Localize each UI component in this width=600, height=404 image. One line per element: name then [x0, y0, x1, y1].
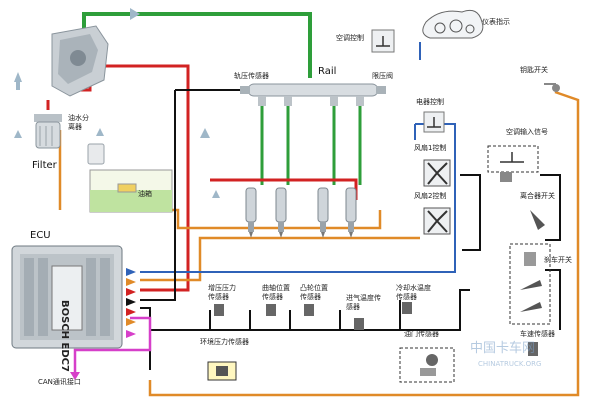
hp-line-pump-to-rail: [82, 12, 312, 78]
brake-switch-label: 刹车开关: [544, 255, 572, 264]
injector-icon: [317, 187, 329, 238]
clutch-switch-label: 离合器开关: [520, 191, 555, 200]
ctrl-line-brake: [545, 269, 561, 330]
ac-input-box: [487, 145, 539, 173]
ecu-brand-label: BOSCH EDC7: [59, 300, 70, 372]
switch-icon: [500, 152, 524, 163]
throttle-sensor-label: 油门传感器: [404, 329, 439, 338]
sensor-icon: [207, 361, 237, 381]
gauge-icon: [465, 24, 475, 34]
flow-arrow-icon: [14, 130, 22, 138]
sensor-icon: [402, 302, 412, 314]
electronic-control-label: 电器控制: [416, 97, 444, 106]
ac-input-signal-label: 空调输入信号: [506, 127, 548, 136]
flow-arrow-icon: [14, 72, 22, 82]
ecu-box-icon: BOSCH EDC7: [11, 245, 123, 372]
can-port-icon: [70, 372, 80, 380]
fan-2-label: 风扇2控制: [414, 191, 446, 200]
crank-position-sensor-label: 曲轴位置传感器: [262, 283, 290, 301]
flow-arrows: [14, 8, 220, 198]
cam-position-sensor-label: 凸轮位置传感器: [300, 283, 328, 301]
injectors: [245, 187, 357, 238]
ctrl-line-rail-sensor: [140, 90, 176, 301]
ac-control-label: 空调控制: [336, 33, 364, 42]
can-line: [73, 316, 152, 372]
ac-input-connector: [500, 172, 512, 182]
switch-icon: [427, 117, 441, 128]
ret-line-ignition-bottom: [148, 90, 580, 397]
pressure-limiter-label: 限压阀: [372, 71, 393, 80]
ctrl-line-clutch: [540, 174, 561, 241]
common-rail-icon: [240, 83, 386, 106]
filter-label: Filter: [32, 160, 58, 171]
sensor-icon: [214, 304, 224, 316]
high-pressure-pump-icon: [51, 25, 109, 97]
water-separator-icon: [87, 143, 105, 165]
fan-1: [423, 159, 451, 187]
coolant-temp-sensor-label: 冷却水温度传感器: [396, 283, 431, 301]
fan-icon: [427, 162, 448, 185]
ignition-switch-label: 钥匙开关: [520, 65, 548, 74]
ambient-pressure-sensor-label: 环境压力传感器: [200, 337, 249, 346]
ctrl-line-sensor-bus: [150, 289, 470, 331]
flow-arrow-icon: [212, 190, 220, 198]
key-icon: [544, 83, 560, 92]
pedal-icon: [399, 347, 455, 383]
lp-line-pump-ecu: [92, 64, 190, 292]
filter-icon: [34, 114, 62, 149]
can-port-label: CAN通讯接口: [38, 377, 81, 386]
fuel-tank-label: 油箱: [138, 189, 152, 198]
electronic-control-switch: [423, 111, 445, 133]
clutch-switch-icon: [530, 210, 545, 230]
ecu-connectors: [126, 268, 136, 338]
ret-line-tank-rail: [92, 208, 382, 230]
fuel-tank-icon: [89, 169, 173, 213]
gauge-icon: [449, 19, 463, 33]
ecu-label: ECU: [30, 230, 51, 241]
injector-icon: [245, 187, 257, 238]
intake-temp-sensor-label: 进气温度传感器: [346, 293, 381, 311]
speed-sensor-label: 车速传感器: [520, 329, 555, 338]
ac-control-switch: [371, 29, 395, 53]
injector-icon: [345, 187, 357, 238]
instrument-panel-label: 仪表指示: [482, 17, 510, 26]
injector-icon: [275, 187, 287, 238]
water-separator-label: 油水分离器: [68, 113, 89, 131]
fan-1-label: 风扇1控制: [414, 143, 446, 152]
switch-icon: [376, 36, 390, 47]
ctrl-line-sensor-drops: [209, 300, 401, 330]
watermark: 中国卡车网 CHINATRUCK.ORG: [470, 340, 541, 368]
rail-pressure-sensor-label: 轨压传感器: [234, 71, 269, 80]
intake-pressure-sensor-label: 增压压力传感器: [208, 283, 236, 301]
sensor-icon: [354, 318, 364, 330]
flow-arrow-icon: [96, 128, 104, 136]
sensor-icon: [304, 304, 314, 316]
fan-icon: [427, 210, 448, 233]
high-pressure-lines: [82, 12, 362, 185]
brake-switch-box: [509, 243, 551, 325]
instrument-panel: [422, 9, 484, 39]
ret-line-ecu-top: [140, 236, 420, 282]
fan-2: [423, 207, 451, 235]
flow-arrow-icon: [16, 82, 20, 90]
gauge-icon: [434, 22, 446, 34]
speed-sensor-icon: [528, 342, 538, 356]
watermark-sub: CHINATRUCK.ORG: [478, 360, 541, 368]
flow-arrow-icon: [130, 8, 140, 20]
watermark-main: 中国卡车网: [470, 340, 535, 356]
sensor-icon: [266, 304, 276, 316]
rail-label: Rail: [318, 66, 336, 77]
flow-arrow-icon: [200, 128, 210, 138]
ctrl-line-ac-input: [460, 174, 481, 251]
